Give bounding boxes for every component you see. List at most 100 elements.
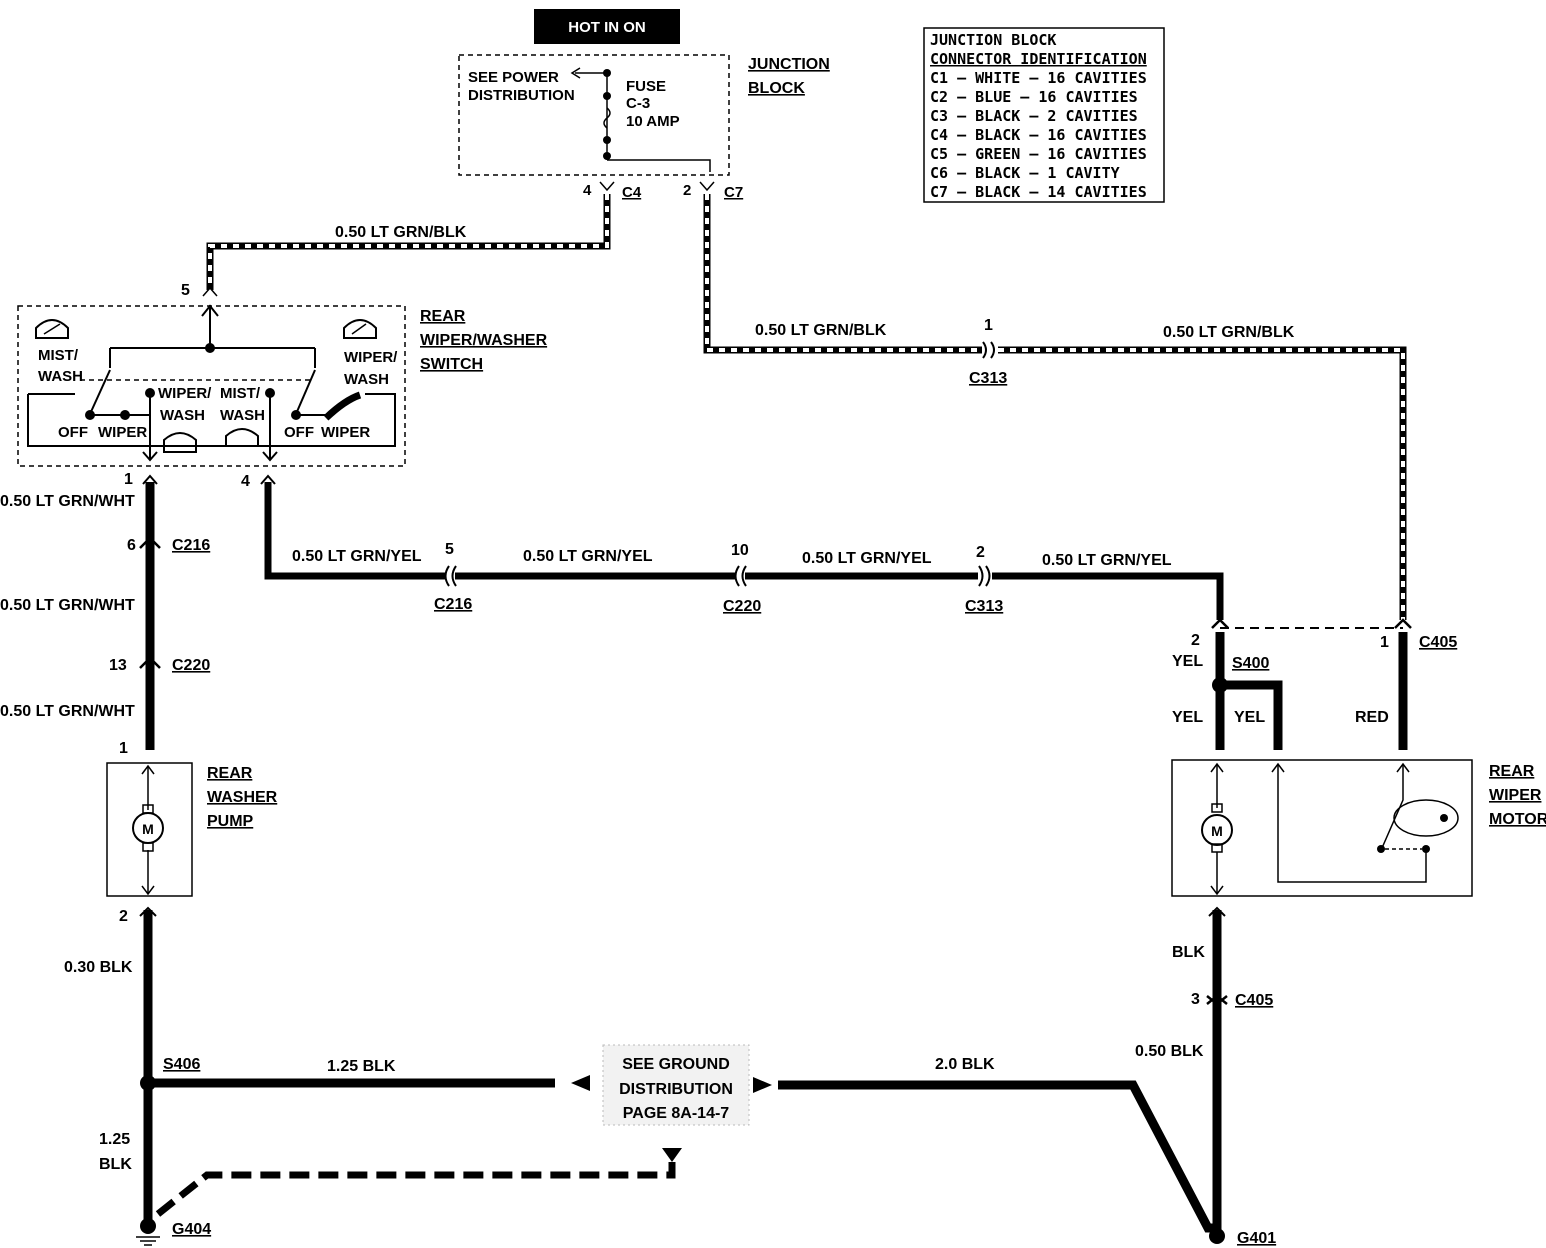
connector-pin: 2 <box>1191 632 1200 649</box>
switch-position-label: WASH <box>160 407 205 424</box>
rear-wiper-motor: M REAR WIPER MOTOR <box>1171 759 1546 897</box>
motor-title-3: MOTOR <box>1489 811 1546 828</box>
wire-label: 2.0 BLK <box>935 1056 995 1073</box>
rear-washer-pump: M REAR WASHER PUMP <box>106 762 278 897</box>
wire-label: 0.50 LT GRN/YEL <box>1042 552 1172 569</box>
connector-label: C220 <box>723 598 761 615</box>
ground-label: G404 <box>172 1221 211 1238</box>
wire-label: 0.50 LT GRN/WHT <box>0 597 135 614</box>
ground-g404-icon <box>136 1218 160 1246</box>
table-title-2: CONNECTOR IDENTIFICATION <box>930 50 1147 68</box>
table-row: C6 – BLACK – 1 CAVITY <box>930 164 1120 182</box>
wire-label: 0.50 LT GRN/WHT <box>0 493 135 510</box>
connector-identification-table: JUNCTION BLOCK CONNECTOR IDENTIFICATION … <box>923 27 1165 203</box>
wire-label: YEL <box>1234 709 1265 726</box>
switch-position-label: WIPER <box>98 424 147 441</box>
power-arrow-icon <box>570 67 581 79</box>
ground-dashed-wire <box>155 1162 676 1217</box>
pump-title-2: WASHER <box>207 789 278 806</box>
switch-position-label: OFF <box>58 424 88 441</box>
grn-wht-wire <box>139 474 161 750</box>
arrow-left-icon <box>571 1075 590 1091</box>
switch-position-label: WIPER/ <box>158 385 212 402</box>
ground-label: G401 <box>1237 1230 1276 1247</box>
c4-label: C4 <box>622 184 642 201</box>
connector-label: C216 <box>172 537 210 554</box>
ground-distribution-note: SEE GROUND DISTRIBUTION PAGE 8A-14-7 <box>602 1044 750 1126</box>
connector-pin: 2 <box>119 908 128 925</box>
switch-position-label: WIPER/ <box>344 349 398 366</box>
wire-label: BLK <box>99 1156 132 1173</box>
table-row: C7 – BLACK – 14 CAVITIES <box>930 183 1147 201</box>
c7-label: C7 <box>724 184 743 201</box>
ground-g401-icon <box>1209 1228 1225 1244</box>
hot-in-on-banner: HOT IN ON <box>534 9 680 44</box>
motor-icon <box>1201 814 1233 846</box>
connector-label: C313 <box>969 370 1007 387</box>
connector-pin: 2 <box>976 544 985 561</box>
fuse-id-label: C-3 <box>626 95 650 112</box>
junction-block: SEE POWER DISTRIBUTION FUSE C-3 10 AMP J… <box>458 54 830 201</box>
connector-label: C405 <box>1419 634 1457 651</box>
wiper-icon <box>343 319 377 339</box>
switch-title: REAR <box>420 308 466 325</box>
connector-pin: 1 <box>984 317 993 334</box>
fuse-rating-label: 10 AMP <box>626 113 680 130</box>
connector-pin: 10 <box>731 542 749 559</box>
c313-top-connector: 1 C313 <box>969 317 1007 387</box>
wire-label: 0.30 BLK <box>64 959 133 976</box>
c7-pin: 2 <box>683 182 691 199</box>
switch-outline <box>17 305 406 467</box>
connector-pin: 13 <box>109 657 127 674</box>
switch-position-label: WASH <box>38 368 83 385</box>
note-line: DISTRIBUTION <box>619 1081 733 1098</box>
switch-pin: 5 <box>181 282 190 299</box>
motor-title: REAR <box>1489 763 1535 780</box>
pump-title: REAR <box>207 765 253 782</box>
lt-grn-blk-wires <box>206 194 1407 620</box>
table-row: C3 – BLACK – 2 CAVITIES <box>930 107 1138 125</box>
connector-label: C220 <box>172 657 210 674</box>
wiper-washer-icon <box>163 428 259 453</box>
splice-label: S400 <box>1232 655 1269 672</box>
switch-position-label: WIPER <box>321 424 370 441</box>
arrow-right-icon <box>753 1077 772 1093</box>
fuse-feed-line <box>606 70 711 172</box>
note-line: PAGE 8A-14-7 <box>623 1105 730 1122</box>
connector-label: C313 <box>965 598 1003 615</box>
connector-pin: 1 <box>119 740 128 757</box>
wire-label: RED <box>1355 709 1389 726</box>
switch-title-3: SWITCH <box>420 356 483 373</box>
fuse-label: FUSE <box>626 78 666 95</box>
motor-icon <box>132 812 164 844</box>
switch-title-2: WIPER/WASHER <box>420 332 548 349</box>
switch-pin: 4 <box>241 473 250 490</box>
wire-label: 0.50 LT GRN/BLK <box>1163 324 1295 341</box>
junction-block-outline <box>458 54 730 176</box>
connector-label: C216 <box>434 596 472 613</box>
wire-label: 0.50 LT GRN/YEL <box>523 548 653 565</box>
table-row: C4 – BLACK – 16 CAVITIES <box>930 126 1147 144</box>
pump-title-3: PUMP <box>207 813 254 830</box>
wire-label: YEL <box>1172 653 1203 670</box>
hot-in-on-label: HOT IN ON <box>568 19 646 36</box>
table-row: C5 – GREEN – 16 CAVITIES <box>930 145 1147 163</box>
switch-pin: 1 <box>124 471 133 488</box>
switch-position-label: OFF <box>284 424 314 441</box>
wire-label: 1.25 BLK <box>327 1058 396 1075</box>
fuse-icon <box>603 107 611 129</box>
connector-pin: 6 <box>127 537 136 554</box>
switch-position-label: MIST/ <box>220 385 261 402</box>
washer-icon <box>35 319 69 339</box>
wire-label: 0.50 LT GRN/BLK <box>755 322 887 339</box>
junction-block-title-2: BLOCK <box>748 80 805 97</box>
wire-label: 0.50 LT GRN/YEL <box>802 550 932 567</box>
wire-label: 0.50 BLK <box>1135 1043 1204 1060</box>
switch-position-label: MIST/ <box>38 347 79 364</box>
motor-glyph: M <box>142 821 154 837</box>
park-switch-cam-icon <box>1393 799 1459 837</box>
rear-wiper-washer-switch: 5 REAR WIPER/WASHER SWITCH <box>17 282 548 490</box>
connector-pin: 5 <box>445 541 454 558</box>
c4-pin: 4 <box>583 182 592 199</box>
see-power-label: SEE POWER <box>468 69 559 86</box>
